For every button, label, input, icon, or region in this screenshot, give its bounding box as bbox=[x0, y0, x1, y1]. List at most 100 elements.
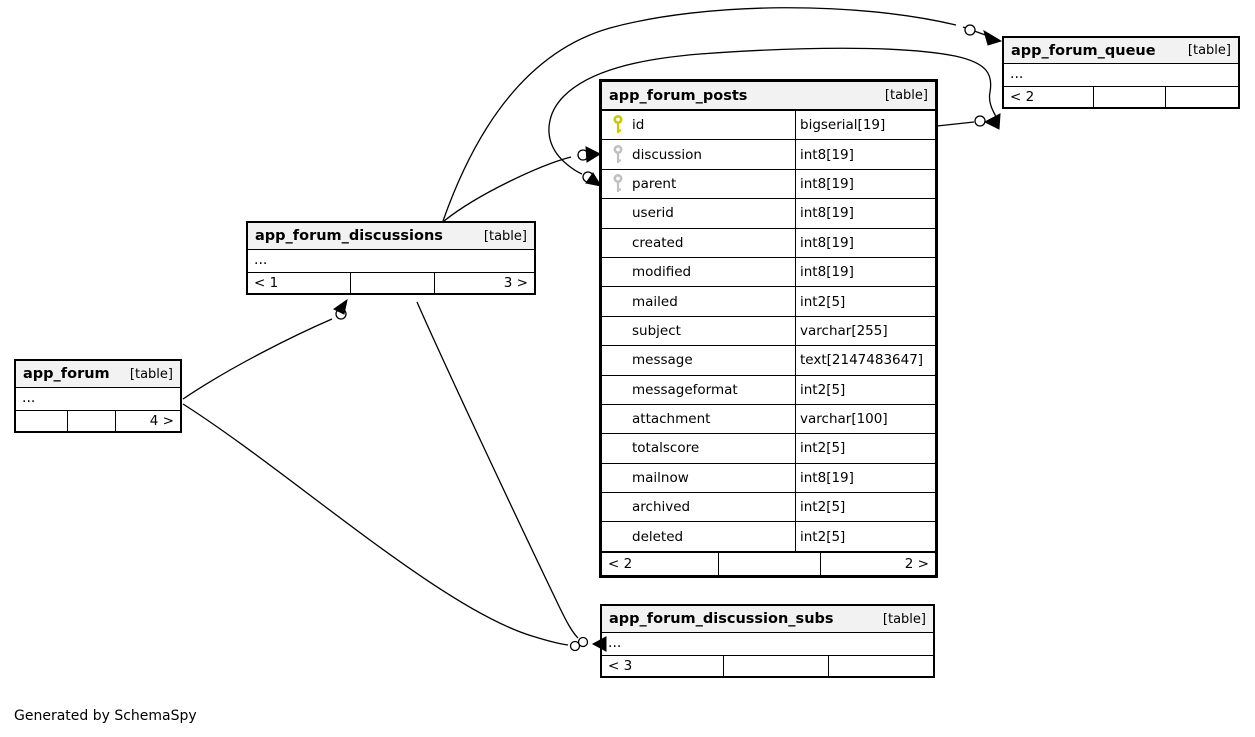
column-name-cell: mailnow bbox=[602, 463, 796, 493]
no-key-icon bbox=[608, 437, 628, 459]
no-key-icon bbox=[608, 467, 628, 489]
footer-middle-cell bbox=[351, 273, 435, 293]
column-name: message bbox=[632, 352, 693, 369]
table-tag: [table] bbox=[1187, 43, 1231, 58]
table-row: archived int2[5] bbox=[602, 493, 935, 523]
table-row: mailed int2[5] bbox=[602, 287, 935, 317]
column-name: created bbox=[632, 234, 684, 251]
column-name: archived bbox=[632, 499, 691, 516]
arrowhead-icon bbox=[983, 29, 1003, 46]
column-name: parent bbox=[632, 175, 677, 192]
table-footer: < 2 bbox=[1004, 87, 1238, 107]
table-row: modified int8[19] bbox=[602, 257, 935, 288]
arrowhead-icon bbox=[983, 113, 1001, 130]
column-name: deleted bbox=[632, 528, 684, 545]
table-tag: [table] bbox=[884, 88, 928, 103]
table-footer: < 2 2 > bbox=[602, 551, 935, 575]
column-name: modified bbox=[632, 264, 692, 281]
arrowhead-icon bbox=[585, 146, 602, 163]
table-header: app_forum_queue [table] bbox=[1004, 38, 1238, 64]
footer-parents-count: 4 > bbox=[149, 413, 174, 429]
column-type: int8[19] bbox=[800, 205, 854, 222]
table-tag: [table] bbox=[483, 228, 527, 244]
column-name-cell: created bbox=[602, 228, 796, 257]
column-name: mailnow bbox=[632, 469, 689, 486]
table-row: messageformat int2[5] bbox=[602, 375, 935, 405]
no-key-icon bbox=[608, 320, 628, 342]
no-key-icon bbox=[608, 202, 628, 224]
table-footer: < 3 bbox=[602, 656, 933, 676]
column-type: bigserial[19] bbox=[800, 117, 886, 134]
table-footer: 4 > bbox=[16, 411, 180, 431]
footer-middle-cell bbox=[719, 552, 821, 575]
column-type: int2[5] bbox=[800, 293, 846, 310]
column-type: int8[19] bbox=[800, 264, 854, 281]
footer-middle-cell bbox=[724, 656, 829, 676]
table-tag: [table] bbox=[129, 366, 173, 382]
footer-children-count bbox=[16, 411, 68, 431]
footer-middle-cell bbox=[68, 411, 116, 431]
column-name-cell: attachment bbox=[602, 404, 796, 434]
table-app_forum_discussions: app_forum_discussions [table] ... < 1 3 … bbox=[246, 221, 536, 295]
footer-parents-count: 2 > bbox=[904, 555, 929, 572]
table-row: attachment varchar[100] bbox=[602, 404, 935, 435]
footer-parents-count bbox=[1166, 87, 1238, 107]
column-name-cell: message bbox=[602, 346, 796, 375]
table-row: created int8[19] bbox=[602, 228, 935, 258]
column-type: int8[19] bbox=[800, 175, 854, 192]
table-title[interactable]: app_forum bbox=[23, 366, 110, 382]
table-title[interactable]: app_forum_posts bbox=[609, 87, 748, 104]
table-app_forum_discussion_subs: app_forum_discussion_subs [table] ... < … bbox=[600, 604, 935, 678]
table-row: mailnow int8[19] bbox=[602, 463, 935, 494]
table-row: userid int8[19] bbox=[602, 199, 935, 229]
table-header: app_forum [table] bbox=[16, 361, 180, 388]
footer-children-count: < 2 bbox=[1004, 87, 1094, 107]
column-name: id bbox=[632, 117, 645, 134]
table-row: message text[2147483647] bbox=[602, 346, 935, 376]
no-key-icon bbox=[608, 291, 628, 313]
column-name: subject bbox=[632, 322, 681, 339]
footer-children-count: < 3 bbox=[602, 656, 724, 676]
column-name: discussion bbox=[632, 146, 702, 163]
edge-forum-subs bbox=[182, 403, 607, 652]
column-name-cell: modified bbox=[602, 257, 796, 287]
column-type: int2[5] bbox=[800, 528, 846, 545]
table-title[interactable]: app_forum_queue bbox=[1011, 42, 1156, 59]
primary-key-icon bbox=[608, 114, 628, 136]
column-type: text[2147483647] bbox=[800, 352, 924, 369]
column-name: attachment bbox=[632, 411, 711, 428]
footer-middle-cell bbox=[1094, 87, 1166, 107]
footer-parents-count: 3 > bbox=[503, 275, 528, 291]
table-header: app_forum_discussions [table] bbox=[248, 223, 534, 250]
edge-discussions-posts-discussion bbox=[443, 146, 602, 222]
column-name: messageformat bbox=[632, 381, 738, 398]
arrowhead-icon bbox=[333, 298, 348, 315]
table-row: id bigserial[19] bbox=[602, 111, 935, 141]
footer-children-count: < 1 bbox=[248, 273, 351, 293]
edge-forum-discussions bbox=[182, 298, 348, 400]
hidden-columns-ellipsis: ... bbox=[248, 250, 534, 273]
hidden-columns-ellipsis: ... bbox=[1004, 64, 1238, 87]
column-name-cell: messageformat bbox=[602, 375, 796, 404]
column-type: int8[19] bbox=[800, 146, 854, 163]
no-key-icon bbox=[608, 408, 628, 430]
column-type: int8[19] bbox=[800, 234, 854, 251]
column-name-cell: parent bbox=[602, 169, 796, 199]
table-app_forum_posts: app_forum_posts [table] id bigserial[19] bbox=[599, 79, 938, 578]
no-key-icon bbox=[608, 349, 628, 371]
table-title[interactable]: app_forum_discussion_subs bbox=[609, 611, 834, 627]
column-name-cell: discussion bbox=[602, 140, 796, 169]
table-row: totalscore int2[5] bbox=[602, 434, 935, 464]
table-title[interactable]: app_forum_discussions bbox=[255, 228, 443, 244]
table-row: deleted int2[5] bbox=[602, 522, 935, 552]
table-row: discussion int8[19] bbox=[602, 140, 935, 170]
column-name-cell: totalscore bbox=[602, 434, 796, 463]
foreign-key-icon bbox=[608, 173, 628, 195]
no-key-icon bbox=[608, 261, 628, 283]
column-name-cell: mailed bbox=[602, 287, 796, 316]
hidden-columns-ellipsis: ... bbox=[16, 388, 180, 411]
column-type: int2[5] bbox=[800, 499, 846, 516]
no-key-icon bbox=[608, 379, 628, 401]
column-type: varchar[100] bbox=[800, 411, 888, 428]
